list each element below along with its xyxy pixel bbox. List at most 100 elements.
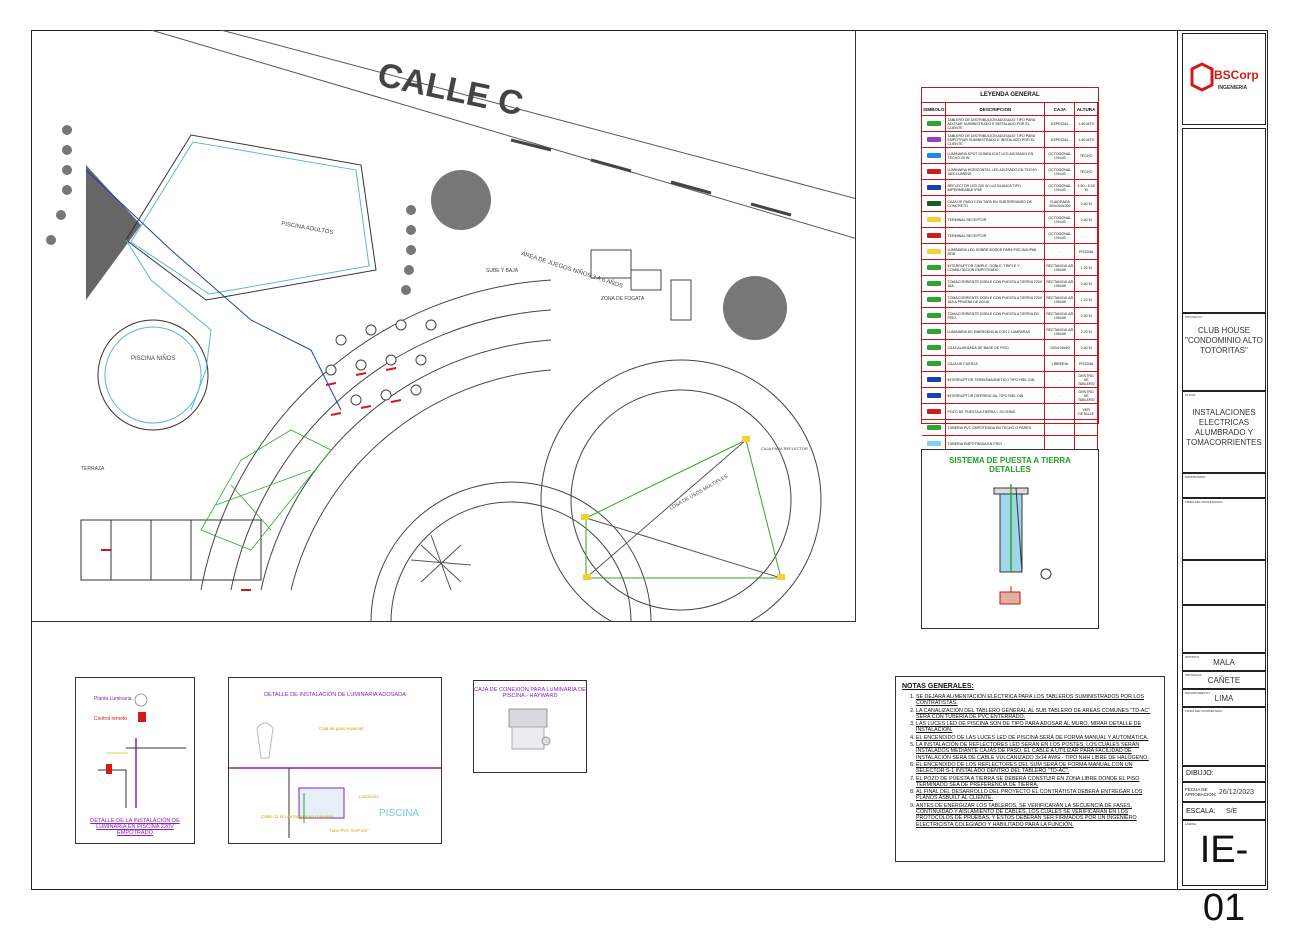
district-value: MALA bbox=[1213, 658, 1235, 667]
legend-description: TERMINAL RECEPTOR bbox=[945, 211, 1046, 228]
date-value: 26/12/2023 bbox=[1219, 788, 1255, 796]
legend-symbol bbox=[922, 355, 947, 372]
legend-row: INTERRUPTOR SIMPLE, DOBLE, TRIPLE Y CONM… bbox=[922, 259, 1098, 276]
seesaw-label: SUBE Y BAJA bbox=[486, 268, 519, 274]
star-motif bbox=[410, 534, 472, 591]
province-value: CAÑETE bbox=[1207, 676, 1241, 685]
legend-symbol-icon bbox=[926, 360, 941, 366]
play-area: ÁREA DE JUEGOS NIÑOS 3 A 6 AÑOS SUBE Y B… bbox=[486, 249, 692, 321]
grounding-detail-panel: SISTEMA DE PUESTA A TIERRA DETALLES bbox=[921, 449, 1099, 629]
legend-symbol-icon bbox=[926, 248, 941, 254]
drawing-cell: DIBUJO: bbox=[1182, 766, 1266, 782]
legend-symbol bbox=[922, 179, 947, 196]
legend-description: CAJA DE PASO CON TAPA EN SUBTERRANEO DE … bbox=[945, 195, 1046, 212]
court-label: LOSA DE USOS MULTIPLES bbox=[669, 473, 730, 511]
owner-label: PROPIETARIO: bbox=[1185, 475, 1207, 479]
general-legend: LEYENDA GENERAL SIMBOLO DESCRIPCION CAJA… bbox=[921, 87, 1099, 468]
legend-description: TOMACORRIENTE DOBLE CON PUESTA A TIERRA … bbox=[945, 291, 1046, 308]
adosada-light-detail: DETALLE DE INSTALACIÓN DE LUMINARIA ADOS… bbox=[228, 677, 442, 844]
note-item: LA CANALIZACIÓN DEL TABLERO GENERAL AL S… bbox=[916, 708, 1158, 721]
legend-row: TOMACORRIENTE DOBLE CON PUESTA A TIERRA … bbox=[922, 291, 1098, 308]
sheet-cell: LÁMINA: IE-01 bbox=[1182, 820, 1266, 929]
drawing-sheet-border bbox=[31, 30, 1268, 890]
trees bbox=[46, 125, 787, 340]
legend-symbol-icon bbox=[926, 344, 941, 350]
legend-symbol-icon bbox=[926, 424, 941, 430]
legend-height: DENTRO DE TABLERO bbox=[1074, 371, 1098, 388]
legend-row: INTERRUPTOR DIFERENCIAL TIPO RIEL DIN-DE… bbox=[922, 387, 1098, 404]
legend-box: LIBRERIA bbox=[1044, 355, 1076, 372]
reflector-boxes bbox=[581, 436, 785, 580]
legend-row: TABLERO DE DISTRIBUCION ADOSADO TIPO PAR… bbox=[922, 131, 1098, 148]
legend-box: OCTOGONAL 100x40 bbox=[1044, 211, 1076, 228]
company-sub: INGENIERIA bbox=[1218, 85, 1248, 91]
notes-list: SE DEJARÁ ALIMENTACIÓN ELÉCTRICA PARA LO… bbox=[902, 694, 1158, 828]
legend-header-height: ALTURA bbox=[1074, 103, 1098, 116]
legend-description: REFLECTOR LED 200 W LUZ BLANCA TIPO IMPE… bbox=[945, 179, 1046, 196]
professional-label: FIRMA DEL PROFESIONAL: bbox=[1185, 500, 1224, 504]
province-label: PROVINCIA: bbox=[1185, 673, 1203, 677]
legend-header-description: DESCRIPCION bbox=[945, 103, 1046, 116]
legend-description: LUMINARIA LED SOBRE BORDE PARA PISCINA I… bbox=[945, 243, 1046, 260]
legend-row: LUMINARIA LED SOBRE BORDE PARA PISCINA I… bbox=[922, 243, 1098, 260]
blank-cell-2 bbox=[1182, 560, 1266, 605]
legend-row: REFLECTOR LED 200 W LUZ BLANCA TIPO IMPE… bbox=[922, 179, 1098, 196]
legend-description: INTERRUPTOR TERMOMAGNETICO TIPO RIEL DIN bbox=[945, 371, 1046, 388]
province-cell: PROVINCIA: CAÑETE bbox=[1182, 671, 1266, 689]
legend-height: 0.40 M bbox=[1074, 211, 1098, 228]
legend-description: CAJA DE FUERZA bbox=[945, 355, 1046, 372]
legend-height: 2.20 M bbox=[1074, 323, 1098, 340]
arcs bbox=[200, 279, 822, 621]
legend-description: TABLERO DE DISTRIBUCION ADOSADO TIPO PAR… bbox=[945, 115, 1046, 132]
legend-symbol-icon bbox=[926, 296, 941, 302]
pool-circuit bbox=[125, 239, 212, 411]
legend-height: 0.40 M bbox=[1074, 275, 1098, 292]
pool-kids-label: PISCINA NIÑOS bbox=[131, 355, 175, 362]
district-label: DISTRITO: bbox=[1185, 655, 1200, 659]
legend-box: RECTANGULAR 100x55 bbox=[1044, 291, 1076, 308]
legend-symbol bbox=[922, 419, 947, 436]
sheet-label: LÁMINA: bbox=[1185, 822, 1198, 826]
legend-symbol-icon bbox=[926, 168, 941, 174]
legend-description: CAJA ALARGADA DE BASE DE PISO bbox=[945, 339, 1046, 356]
legend-header-box: CAJA bbox=[1044, 103, 1076, 116]
sheet-number: IE-01 bbox=[1199, 829, 1249, 929]
legend-description: LUMINARIA DE EMERGENCIA CON 2 LAMPARAS bbox=[945, 323, 1046, 340]
legend-symbol-icon bbox=[926, 312, 941, 318]
legend-symbol-icon bbox=[926, 136, 941, 142]
play-area-label: ÁREA DE JUEGOS NIÑOS 3 A 6 AÑOS bbox=[520, 250, 623, 290]
legend-height: PISCINA bbox=[1074, 355, 1098, 372]
legend-symbol-icon bbox=[926, 152, 941, 158]
street: CALLE C bbox=[150, 30, 855, 239]
legend-row: TOMACORRIENTE DOBLE CON PUESTA A TIERRA … bbox=[922, 307, 1098, 324]
legend-description: TOMACORRIENTE DOBLE CON PUESTA A TIERRA … bbox=[945, 307, 1046, 324]
feeder-line bbox=[85, 169, 342, 411]
legend-description: INTERRUPTOR SIMPLE, DOBLE, TRIPLE Y CONM… bbox=[945, 259, 1046, 276]
detail2-label-luminaire: Luminaria bbox=[359, 794, 379, 799]
legend-description: POZO DE PUESTA A TIERRA < 25 OHMS bbox=[945, 403, 1046, 420]
note-item: EL ENCENDIDO DE LAS LUCES LED DE PISCINA… bbox=[916, 735, 1158, 741]
led-fixtures bbox=[101, 367, 402, 591]
legend-symbol-icon bbox=[926, 392, 941, 398]
detail2-label-tube: Tubo PVC SAP 3/4" bbox=[329, 828, 369, 833]
detail2-pool-label: PISCINA bbox=[379, 808, 419, 819]
legend-height: DENTRO DE TABLERO bbox=[1074, 387, 1098, 404]
legend-symbol bbox=[922, 403, 947, 420]
dining-tables bbox=[325, 319, 437, 406]
legend-box: RECTANGULAR 100x55 bbox=[1044, 323, 1076, 340]
legend-height: 4.50 - 5.00 M bbox=[1074, 179, 1098, 196]
note-item: EL ENCENDIDO DE LOS REFLECTORES DEL SUM … bbox=[916, 762, 1158, 775]
legend-symbol-icon bbox=[926, 200, 941, 206]
scale-label: ESCALA: bbox=[1186, 807, 1216, 815]
legend-title: LEYENDA GENERAL bbox=[922, 88, 1098, 103]
legend-description: TERMINAL RECEPTOR bbox=[945, 227, 1046, 244]
pool-light-detail: Planta Luminaria Control remoto DETALLE … bbox=[75, 677, 195, 844]
legend-symbol-icon bbox=[926, 376, 941, 382]
hayward-box-detail: CAJA DE CONEXIÓN PARA LUMINARIA DE PISCI… bbox=[473, 680, 587, 773]
legend-symbol bbox=[922, 163, 947, 180]
legend-symbol bbox=[922, 339, 947, 356]
reflector-label: CAJA PARA REFLECTOR bbox=[761, 446, 808, 451]
detail3-title: CAJA DE CONEXIÓN PARA LUMINARIA DE PISCI… bbox=[474, 687, 586, 699]
